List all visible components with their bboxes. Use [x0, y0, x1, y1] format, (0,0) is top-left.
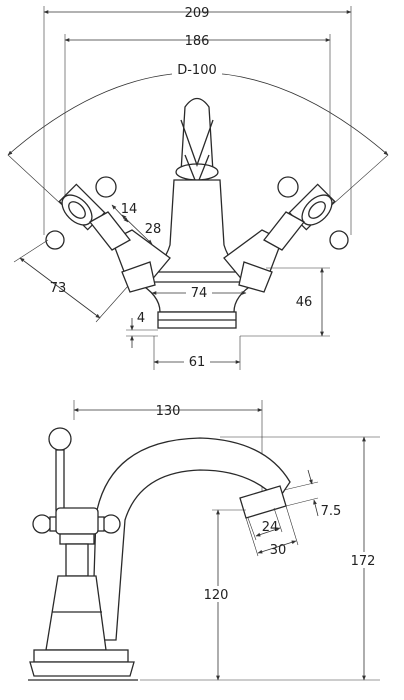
dim-120-label: 120 [204, 588, 229, 603]
dim-24-label: 24 [262, 520, 279, 535]
dim-4-label: 4 [137, 311, 145, 326]
dim-30-label: 30 [270, 543, 287, 558]
dim-28-label: 28 [145, 222, 162, 237]
dim-186-label: 186 [185, 34, 210, 49]
lever-ball [48, 427, 72, 451]
arched-spout [91, 437, 291, 641]
dim-61-label: 61 [189, 355, 206, 370]
dim-172-label: 172 [351, 554, 376, 569]
base-side [33, 649, 129, 663]
side-cross-handle [32, 507, 121, 545]
dim-46-label: 46 [296, 295, 313, 310]
dim-209-label: 209 [185, 6, 210, 21]
dim-74-label: 74 [191, 286, 208, 301]
side-valve-body [45, 575, 107, 651]
dim-d100-label: D-100 [177, 63, 217, 78]
dim-7-5-label: 7.5 [321, 504, 342, 519]
left-cross-handle [45, 176, 131, 251]
right-cross-handle [263, 176, 349, 251]
dim-130-label: 130 [156, 404, 181, 419]
side-view: 130 7.5 [28, 400, 380, 681]
front-view: 209 186 D-100 [7, 6, 389, 370]
dim-73-label: 73 [50, 281, 67, 296]
dim-14-label: 14 [121, 202, 138, 217]
